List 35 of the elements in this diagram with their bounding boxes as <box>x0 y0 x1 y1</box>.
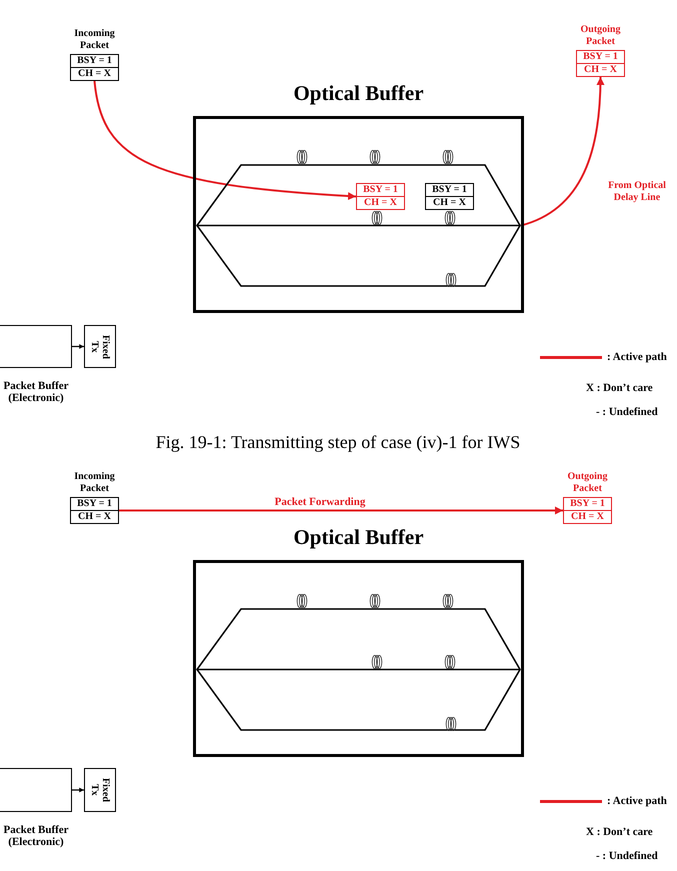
legend-text: X : Don’t care <box>586 826 653 839</box>
header-field: CH = X <box>71 67 118 80</box>
packet-heading: Outgoing Packet <box>566 471 608 495</box>
buffer-title: Optical Buffer <box>293 524 424 551</box>
buffer-label: Packet Buffer (Electronic) <box>2 824 70 848</box>
header-field: BSY = 1 <box>577 51 624 63</box>
packet-header-box <box>425 183 474 210</box>
header-field: CH = X <box>71 510 118 523</box>
packet-heading: Incoming Packet <box>73 28 116 52</box>
legend-text: - : Undefined <box>596 850 658 863</box>
legend-text: : Active path <box>607 795 667 808</box>
header-field: BSY = 1 <box>357 184 404 196</box>
header-field: CH = X <box>357 196 404 209</box>
header-field: BSY = 1 <box>564 498 611 510</box>
transmitter-box: Fixed Tx <box>84 768 116 812</box>
header-field: BSY = 1 <box>426 184 473 196</box>
curved-arrow <box>94 80 356 200</box>
header-field: CH = X <box>577 63 624 76</box>
header-field: BSY = 1 <box>71 55 118 67</box>
legend-text: : Active path <box>607 351 667 364</box>
packet-header-box <box>356 183 405 210</box>
figure-caption: Fig. 19-1: Transmitting step of case (iv)-1 for IWS <box>156 431 520 453</box>
legend-text: X : Don’t care <box>586 382 653 395</box>
legend-text: - : Undefined <box>596 406 658 419</box>
arrow <box>72 788 84 792</box>
header-field: BSY = 1 <box>71 498 118 510</box>
arrow <box>72 344 84 349</box>
header-field: CH = X <box>426 196 473 209</box>
header-field: CH = X <box>564 510 611 523</box>
arrow <box>119 506 563 514</box>
buffer-label: Packet Buffer (Electronic) <box>2 380 70 404</box>
transmitter-box: Fixed Tx <box>84 325 116 368</box>
buffer-title: Optical Buffer <box>293 80 424 107</box>
packet-heading: Incoming Packet <box>73 471 116 495</box>
packet-heading: Outgoing Packet <box>579 24 622 48</box>
